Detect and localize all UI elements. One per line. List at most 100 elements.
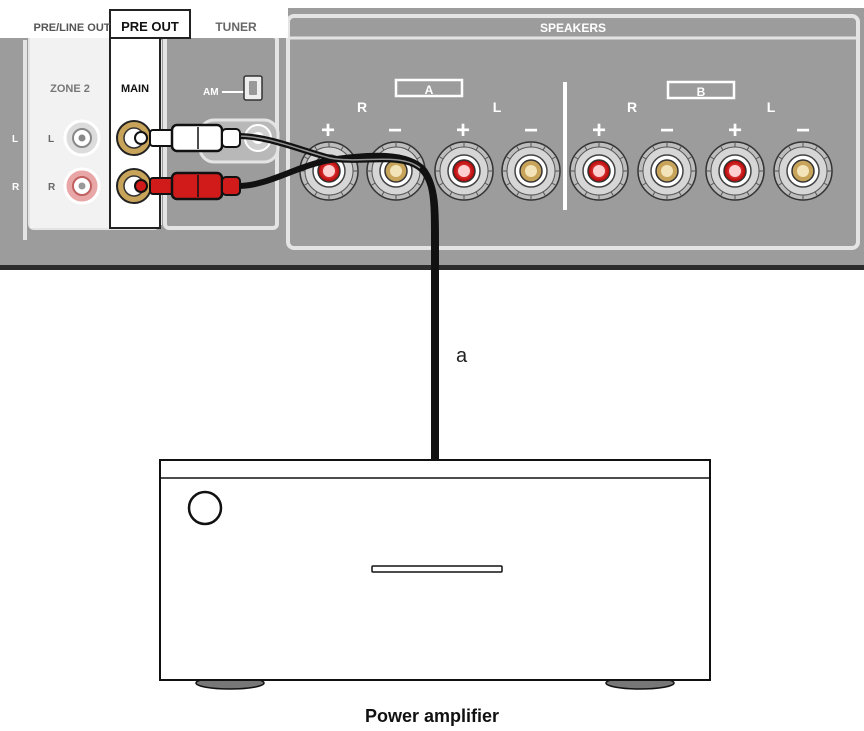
terminal-part [505, 182, 511, 186]
group-a-r-label: R [357, 99, 367, 115]
terminal-part [720, 145, 724, 151]
speaker-terminal-icon [569, 141, 629, 201]
terminal-part [303, 156, 309, 160]
terminal-part [709, 156, 715, 160]
terminal-part [340, 145, 344, 151]
terminal-part [619, 182, 625, 186]
rca-cable-a [134, 123, 439, 465]
terminal-part [678, 191, 682, 197]
speaker-terminal-icon [434, 141, 494, 201]
terminal-part [551, 156, 557, 160]
cable-label: a [456, 345, 468, 367]
side-l-label: L [12, 134, 18, 145]
terminal-part [390, 165, 402, 177]
cable-wire-red [235, 152, 439, 465]
terminal-part [788, 145, 792, 151]
terminal-part [349, 182, 355, 186]
group-a-label: A [425, 83, 434, 97]
terminal-part [438, 156, 444, 160]
terminal-part [505, 156, 511, 160]
terminal-part [610, 191, 614, 197]
terminal-part [542, 145, 546, 151]
terminal-part [381, 145, 385, 151]
speaker-terminal-icon [366, 141, 426, 201]
terminal-part [340, 191, 344, 197]
terminal-part [641, 182, 647, 186]
terminal-part [797, 165, 809, 177]
speaker-terminal-icon [773, 141, 833, 201]
power-knob-icon [187, 490, 223, 526]
terminal-part [525, 165, 537, 177]
am-terminal-slot [249, 81, 257, 95]
terminal-part [755, 182, 761, 186]
terminal-part [814, 191, 818, 197]
terminal-part [652, 145, 656, 151]
terminal-part [729, 165, 741, 177]
terminal-part [687, 156, 693, 160]
terminal-part [303, 182, 309, 186]
group-b-label: B [697, 85, 706, 99]
group-a-box [394, 78, 464, 98]
white-rca-plug-icon [134, 123, 241, 153]
terminal-part [323, 165, 335, 177]
polarity-sign: − [660, 117, 674, 144]
terminal-part [370, 182, 376, 186]
header-strip [0, 8, 288, 38]
terminal-part [314, 145, 318, 151]
terminal-part [573, 156, 579, 160]
tuner-label: TUNER [215, 20, 257, 34]
terminal-part [641, 156, 647, 160]
polarity-sign: − [796, 117, 810, 144]
terminal-part [484, 182, 490, 186]
speaker-terminal-icon [501, 141, 561, 201]
terminal-part [551, 182, 557, 186]
terminal-part [746, 145, 750, 151]
side-r-label: R [12, 182, 20, 193]
amplifier-caption: Power amplifier [364, 706, 500, 726]
terminal-part [516, 191, 520, 197]
terminal-part [449, 145, 453, 151]
terminal-part [687, 182, 693, 186]
terminal-part [516, 145, 520, 151]
polarity-sign: + [321, 117, 335, 144]
pre-out-label: PRE OUT [121, 19, 179, 34]
zone2-l-label: L [48, 134, 54, 145]
zone2-r-label: R [48, 182, 56, 193]
terminal-part [449, 191, 453, 197]
am-label: AM [203, 87, 219, 98]
terminal-part [661, 165, 673, 177]
red-rca-plug-icon [134, 171, 241, 201]
polarity-sign: + [728, 117, 742, 144]
terminal-part [788, 191, 792, 197]
terminal-part [746, 191, 750, 197]
terminal-part [416, 182, 422, 186]
terminal-part [593, 165, 605, 177]
terminal-part [709, 182, 715, 186]
pre-line-out-label: PRE/LINE OUT [33, 22, 110, 34]
terminal-part [458, 165, 470, 177]
terminal-part [542, 191, 546, 197]
terminal-part [475, 145, 479, 151]
terminal-part [314, 191, 318, 197]
speaker-terminal-icon [637, 141, 697, 201]
polarity-sign: − [524, 117, 538, 144]
speaker-terminal-icon [705, 141, 765, 201]
zone2-label: ZONE 2 [50, 83, 90, 95]
terminal-part [652, 191, 656, 197]
terminal-part [438, 182, 444, 186]
receiver-back-panel: PRE/LINE OUT PRE OUT TUNER SPEAKERS ZONE… [0, 8, 864, 270]
polarity-sign: + [592, 117, 606, 144]
speakers-label: SPEAKERS [540, 21, 606, 35]
terminal-part [416, 156, 422, 160]
group-b-r-label: R [627, 99, 637, 115]
terminal-part [619, 156, 625, 160]
zone2-r-jack-icon [63, 167, 101, 205]
power-amplifier [159, 459, 711, 690]
terminal-part [484, 156, 490, 160]
terminal-part [573, 182, 579, 186]
terminal-part [720, 191, 724, 197]
terminal-part [823, 182, 829, 186]
terminal-part [777, 156, 783, 160]
